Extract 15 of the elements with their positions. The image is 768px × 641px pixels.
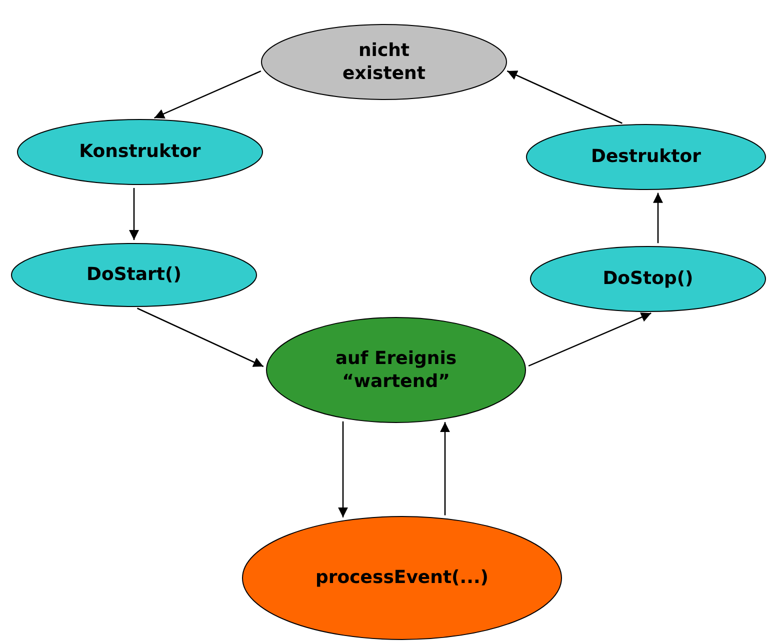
arrow <box>129 188 139 240</box>
state-label: DoStop() <box>602 267 694 291</box>
arrow <box>506 70 622 124</box>
arrow <box>136 308 264 368</box>
arrow <box>338 421 348 518</box>
arrow <box>154 70 262 119</box>
state-label: DoStart() <box>86 263 182 287</box>
state-label: Konstruktor <box>79 140 201 164</box>
arrow <box>440 422 450 516</box>
arrow <box>528 312 652 367</box>
state-label: auf Ereignis “wartend” <box>334 346 458 394</box>
state-label: Destruktor <box>591 145 701 169</box>
state-label: processEvent(...) <box>315 566 489 590</box>
state-label: nicht existent <box>342 38 426 86</box>
arrow <box>653 192 663 244</box>
